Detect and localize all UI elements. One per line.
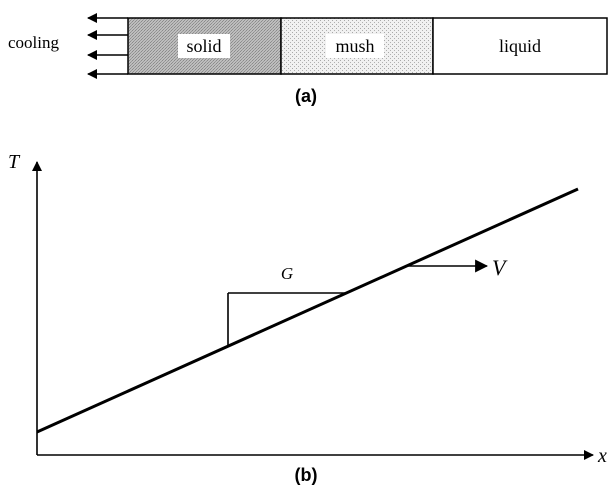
plot-axes <box>32 161 594 460</box>
caption-a: (a) <box>295 86 317 106</box>
gradient-triangle <box>227 292 345 346</box>
y-axis-label: T <box>8 151 21 173</box>
cooling-label: cooling <box>8 33 59 52</box>
zone-bar: solid mush liquid <box>127 17 608 75</box>
gradient-label: G <box>281 264 293 283</box>
liquid-zone <box>432 17 608 75</box>
temperature-line <box>36 187 579 434</box>
solid-label-bg <box>178 34 230 58</box>
mush-label-bg <box>326 34 384 58</box>
caption-b: (b) <box>295 465 318 485</box>
mush-label: mush <box>335 36 374 56</box>
velocity-label: V <box>492 255 508 280</box>
cooling-arrows <box>87 13 128 79</box>
solid-label: solid <box>186 36 221 56</box>
x-axis-label: x <box>597 445 607 467</box>
liquid-label: liquid <box>499 36 541 56</box>
